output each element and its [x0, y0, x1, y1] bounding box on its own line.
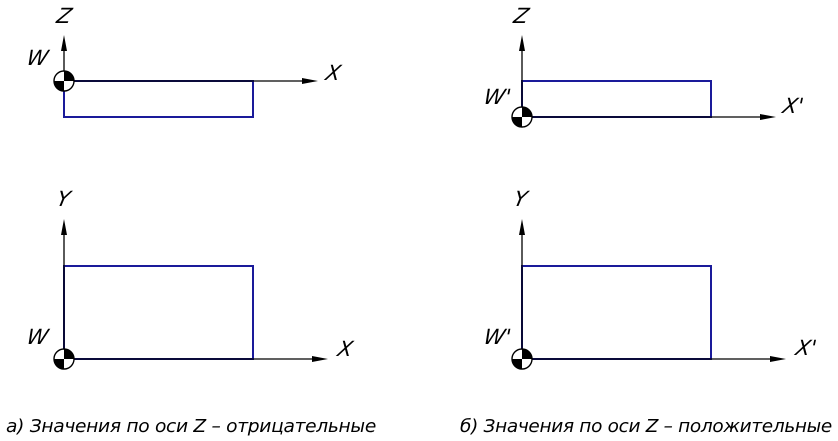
panel-a-bottom-part-outline: [63, 265, 254, 360]
panel-b-bottom-y-arrow: [519, 219, 525, 235]
panel-a-top-x-label: X: [322, 61, 343, 86]
panel-b-top-x-label: X': [779, 94, 805, 119]
panel-b-bottom-x-label: X': [792, 336, 818, 361]
panel-b-top-view: Z X' W': [481, 4, 806, 128]
panel-b-top-origin-label: W': [481, 85, 513, 110]
panel-a-top-x-arrow: [302, 78, 318, 84]
panel-a-top-z-arrow: [61, 35, 67, 51]
panel-a-bottom-x-arrow: [312, 356, 328, 362]
panel-a-bottom-origin-marker-icon: [53, 348, 75, 370]
panel-b-bottom-view: Y X' W': [481, 187, 819, 370]
panel-a-bottom-y-arrow: [61, 219, 67, 235]
panel-a-bottom-view: Y X W: [24, 187, 355, 370]
panel-b-top-z-label: Z: [510, 4, 531, 29]
panel-b-bottom-part-outline: [521, 265, 712, 360]
panel-a-top-view: Z X W: [24, 4, 343, 118]
panel-b-bottom-y-label: Y: [511, 187, 531, 212]
panel-a-top-origin-label: W: [24, 46, 51, 71]
panel-a-bottom-y-label: Y: [54, 187, 74, 212]
panel-a-caption: а) Значения по оси Z – отрицательные: [6, 416, 376, 437]
panel-a-bottom-x-label: X: [334, 337, 355, 362]
panel-a-top-part-outline: [63, 80, 254, 118]
panel-b-top-z-arrow: [519, 35, 525, 51]
panel-b-top-origin-marker-icon: [511, 106, 533, 128]
panel-a-top-origin-marker-icon: [53, 70, 75, 92]
panel-b-bottom-x-arrow: [770, 356, 786, 362]
panel-b-caption: б) Значения по оси Z – положительные: [460, 416, 832, 437]
panel-b-top-part-outline: [521, 80, 712, 118]
panel-a-top-z-label: Z: [53, 4, 74, 29]
panel-b-bottom-origin-label: W': [481, 325, 513, 350]
panel-b-top-x-arrow: [760, 114, 776, 120]
panel-b-bottom-origin-marker-icon: [511, 348, 533, 370]
panel-a-bottom-origin-label: W: [24, 325, 51, 350]
